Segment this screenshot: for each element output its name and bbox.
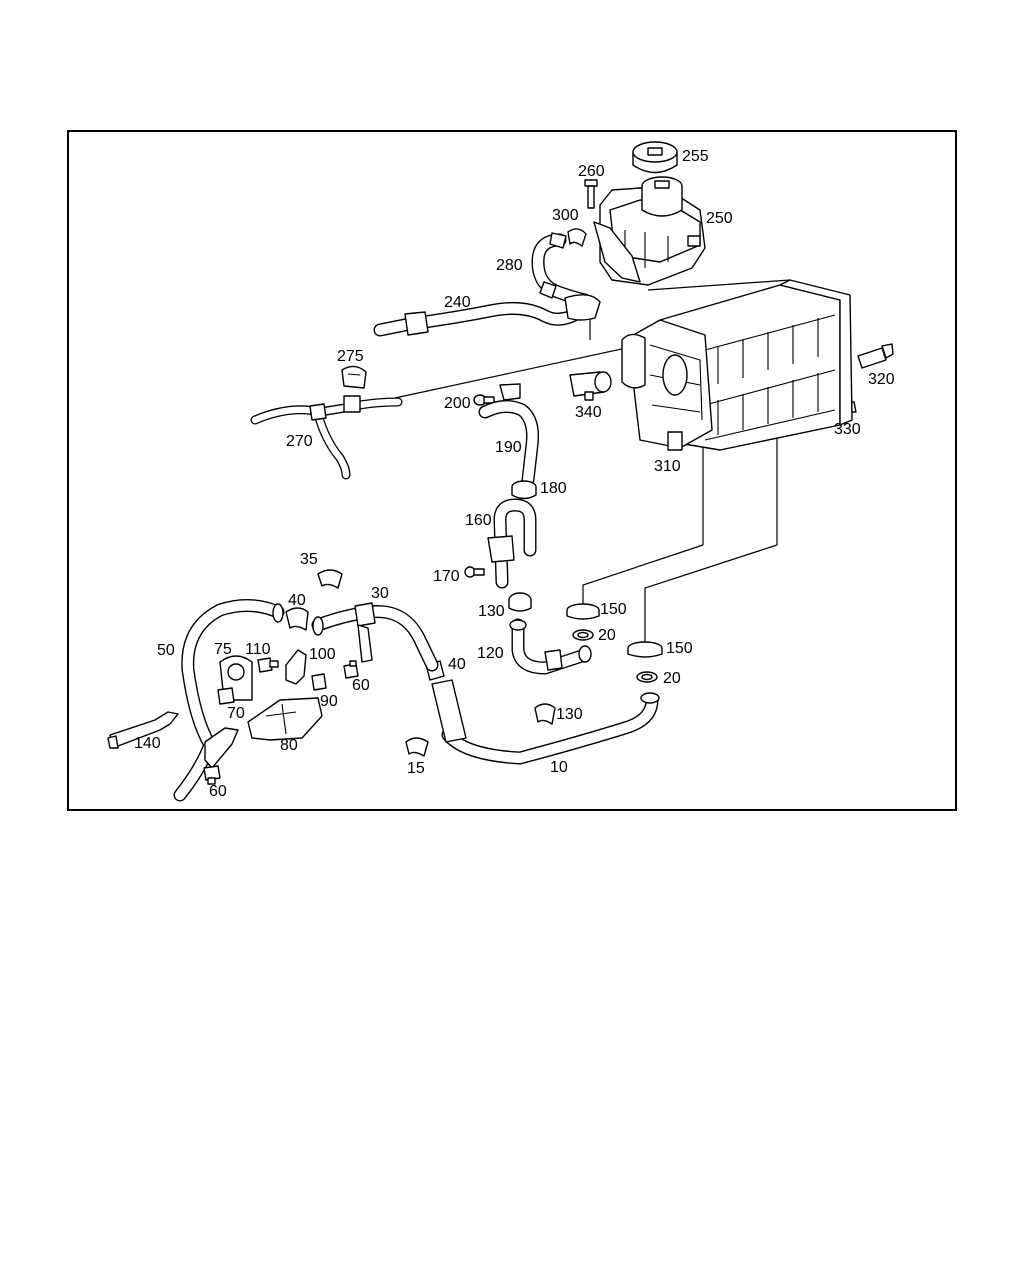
valve-340 [569,371,612,401]
label-15: 15 [407,760,425,777]
label-75: 75 [214,641,232,658]
sensor-320 [857,343,894,369]
clamp-150-lower [627,641,663,658]
bracket-lower-50 [204,727,239,769]
label-100: 100 [309,646,336,663]
clamp-300 [567,228,587,247]
bolt-60-lower [203,765,221,785]
label-130-lower: 130 [556,706,583,723]
label-300: 300 [552,207,579,224]
label-70: 70 [227,705,245,722]
hose-270 [250,395,403,480]
bolt-260 [584,179,598,209]
label-255: 255 [682,148,709,165]
bracket-140 [107,711,179,749]
label-120: 120 [477,645,504,662]
label-60-lower: 60 [209,783,227,800]
label-340: 340 [575,404,602,421]
label-190: 190 [495,439,522,456]
hose-30 [311,602,439,672]
oring-20-lower [636,671,658,683]
bolt-170 [464,566,485,578]
bolt-70 [217,687,235,705]
label-150-lower: 150 [666,640,693,657]
hose-120 [509,618,592,675]
clamp-35 [317,569,343,589]
clip-100 [285,649,307,685]
label-40-left: 40 [288,592,306,609]
label-20-lower: 20 [663,670,681,687]
bracket-80 [247,697,323,741]
label-250: 250 [706,210,733,227]
clamp-150-upper [566,603,600,620]
oring-20-upper [572,629,594,641]
bolt-60-middle [343,660,359,679]
nut-90 [311,673,327,691]
label-60-middle: 60 [352,677,370,694]
filler-cap-255 [632,141,678,174]
clamp-130-upper [508,592,532,612]
label-275: 275 [337,348,364,365]
label-320: 320 [868,371,895,388]
clamp-180 [511,480,537,500]
label-110: 110 [245,641,271,658]
clamp-15 [405,737,429,757]
heat-exchanger-310 [621,279,853,451]
label-35: 35 [300,551,318,568]
bolt-200 [473,394,495,406]
label-130-upper: 130 [478,603,505,620]
label-260: 260 [578,163,605,180]
bolt-110 [257,657,279,673]
label-140: 140 [134,735,161,752]
label-330: 330 [834,421,861,438]
label-240: 240 [444,294,471,311]
label-80: 80 [280,737,298,754]
label-90: 90 [320,693,338,710]
label-200: 200 [444,395,471,412]
label-280: 280 [496,257,523,274]
part-labels: 255 260 250 300 280 240 275 320 200 340 … [134,148,895,800]
label-150-upper: 150 [600,601,627,618]
pipe-10 [441,692,660,765]
sleeve-40-right [425,660,467,743]
clamp-40-left [285,607,309,631]
label-10: 10 [550,759,568,776]
diagram-frame [67,130,957,811]
label-160: 160 [465,512,492,529]
label-310: 310 [654,458,681,475]
expansion-tank-250 [593,176,706,286]
pipe-190 [478,383,539,487]
hose-160 [487,498,537,589]
clamp-275 [341,365,367,389]
label-20-upper: 20 [598,627,616,644]
label-170: 170 [433,568,460,585]
label-270: 270 [286,433,313,450]
hose-240 [373,294,601,337]
label-40-right: 40 [448,656,466,673]
label-30: 30 [371,585,389,602]
label-180: 180 [540,480,567,497]
clamp-130-lower [534,703,556,725]
label-50: 50 [157,642,175,659]
